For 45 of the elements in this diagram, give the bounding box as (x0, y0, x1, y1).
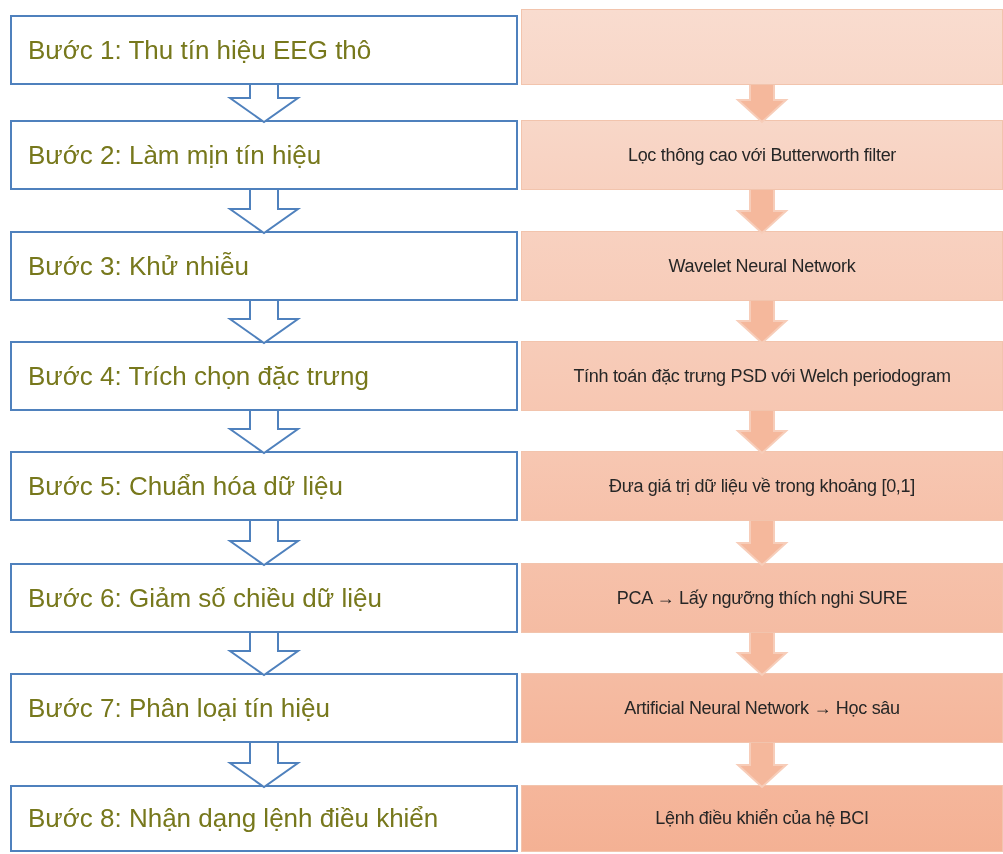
block-arrow (226, 632, 302, 677)
block-arrow (735, 84, 789, 124)
step-box (10, 785, 518, 852)
step-box (10, 673, 518, 743)
method-box (521, 451, 1003, 521)
method-box (521, 120, 1003, 190)
step-box (10, 563, 518, 633)
method-box (521, 9, 1003, 85)
step-label: Bước 2: Làm mịn tín hiệu (28, 139, 322, 171)
block-arrow (735, 742, 789, 789)
step-box (10, 341, 518, 411)
block-arrow (735, 632, 789, 677)
block-arrow (735, 300, 789, 345)
step-box (10, 15, 518, 85)
method-box (521, 341, 1003, 411)
method-label: Lệnh điều khiển của hệ BCI (655, 808, 869, 829)
block-arrow (226, 742, 302, 789)
method-label: Artificial Neural Network → Học sâu (624, 697, 900, 719)
method-label: Đưa giá trị dữ liệu về trong khoảng [0,1] (609, 475, 915, 497)
block-arrow (226, 300, 302, 345)
method-label: Lọc thông cao với Butterworth filter (627, 144, 897, 166)
method-label: Wavelet Neural Network (668, 255, 856, 277)
block-arrow (735, 520, 789, 567)
block-arrow (226, 520, 302, 567)
step-label: Bước 6: Giảm số chiều dữ liệu (28, 582, 382, 614)
step-label: Bước 3: Khử nhiễu (28, 250, 249, 282)
block-arrow (735, 410, 789, 455)
step-label: Bước 8: Nhận dạng lệnh điều khiển (28, 803, 439, 834)
method-label: Tính toán đặc trưng PSD với Welch periodogram (573, 365, 951, 387)
method-box (521, 563, 1003, 633)
step-box (10, 451, 518, 521)
step-label: Bước 1: Thu tín hiệu EEG thô (28, 34, 372, 66)
step-label: Bước 4: Trích chọn đặc trưng (28, 360, 369, 392)
method-label: PCA → Lấy ngưỡng thích nghi SURE (616, 587, 908, 609)
block-arrow (735, 189, 789, 235)
block-arrow (226, 84, 302, 124)
block-arrow (226, 189, 302, 235)
method-box (521, 673, 1003, 743)
step-label: Bước 5: Chuẩn hóa dữ liệu (28, 470, 343, 502)
step-box (10, 231, 518, 301)
step-label: Bước 7: Phân loại tín hiệu (28, 692, 330, 724)
block-arrow (226, 410, 302, 455)
method-box (521, 785, 1003, 852)
method-box (521, 231, 1003, 301)
step-box (10, 120, 518, 190)
